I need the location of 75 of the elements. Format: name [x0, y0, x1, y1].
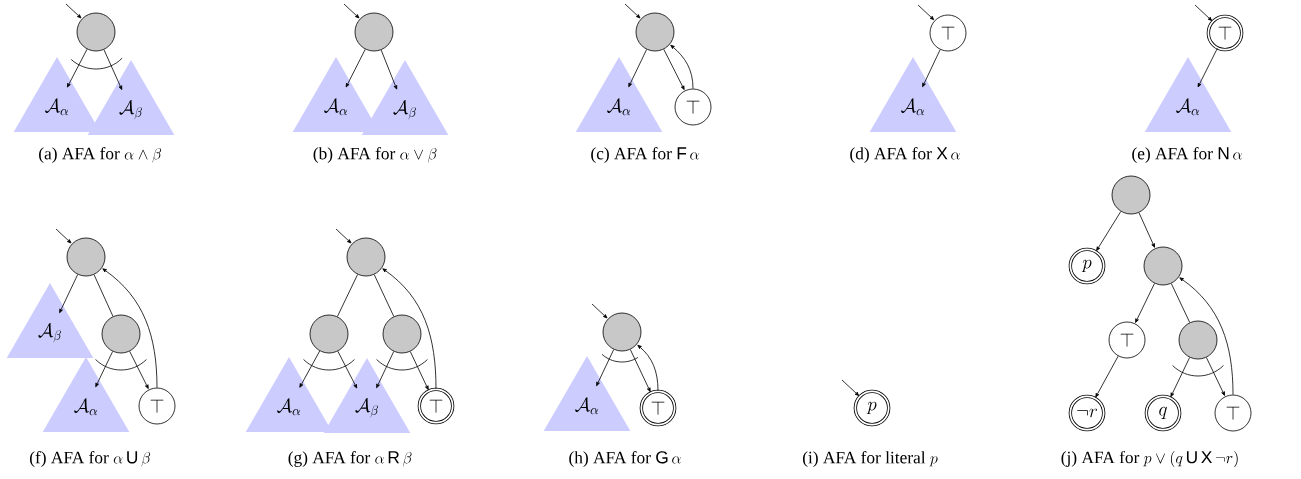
- state-circle: [66, 237, 106, 277]
- subautomaton-triangle: $\mathcal{A}_\alpha$: [543, 356, 631, 431]
- arrow: [922, 49, 941, 88]
- curved-arrow: [382, 268, 437, 390]
- arrow: [1206, 357, 1225, 396]
- line: [93, 274, 114, 317]
- arrow: [1095, 355, 1119, 398]
- arrow: [129, 350, 149, 389]
- line: [1170, 283, 1191, 323]
- initial-arrow: [591, 303, 608, 319]
- arrow: [59, 274, 79, 314]
- initial-arrow: [1194, 4, 1213, 21]
- curved-arrow: [637, 344, 659, 392]
- state-circle: [382, 314, 422, 354]
- subautomaton-triangle: $\mathcal{A}_\alpha$: [42, 357, 130, 432]
- arrow: [345, 48, 366, 88]
- arrow: [1138, 212, 1155, 248]
- arrow: [596, 349, 615, 387]
- arrow: [1197, 47, 1218, 88]
- arrow: [629, 349, 651, 392]
- initial-arrow: [841, 379, 860, 396]
- caption: $\text{(i) AFA for literal }p$: [803, 451, 938, 467]
- subautomaton-triangle: $\mathcal{A}_\beta$: [323, 358, 411, 433]
- initial-arrow: [624, 3, 641, 19]
- subautomaton-triangle: $\mathcal{A}_\alpha$: [1144, 57, 1232, 132]
- curved-arrow: [1179, 277, 1234, 395]
- arrow: [628, 49, 647, 88]
- subautomaton-triangle: $\mathcal{A}_\beta$: [6, 283, 94, 358]
- caption: $\text{(b) AFA for }\alpha\vee\beta$: [313, 147, 437, 163]
- state-circle: [346, 237, 386, 277]
- arrow: [1170, 357, 1191, 397]
- arrow: [409, 351, 429, 390]
- caption: $\text{(j) AFA for }p\vee(q\,\mathsf{U}\,\mathsf{X}\,\neg r)$: [1061, 450, 1238, 468]
- arrow: [663, 48, 685, 90]
- state-circle: [635, 12, 675, 52]
- arrow: [66, 48, 88, 88]
- initial-arrow: [335, 228, 352, 244]
- subautomaton-triangle: $\mathcal{A}_\alpha$: [292, 57, 380, 132]
- caption: $\text{(h) AFA for }\mathsf{G}\,\alpha$: [569, 451, 681, 467]
- state-circle: [1111, 175, 1151, 215]
- initial-arrow: [65, 3, 82, 19]
- state-circle: [602, 312, 642, 352]
- caption: $\text{(e) AFA for }\mathsf{N}\,\alpha$: [1132, 147, 1242, 163]
- arrow: [103, 49, 123, 90]
- curved-arrow: [102, 268, 158, 388]
- state-circle: [309, 314, 349, 354]
- state-circle: [101, 314, 141, 354]
- curved-arrow: [670, 44, 694, 89]
- arrow: [380, 49, 398, 90]
- state-circle: [76, 12, 116, 52]
- caption: $\text{(f) AFA for }\alpha\,\mathsf{U}\,\beta$: [30, 451, 151, 467]
- initial-arrow: [343, 3, 360, 19]
- arrow: [1135, 283, 1155, 323]
- subautomaton-triangle: $\mathcal{A}_\alpha$: [869, 57, 957, 132]
- caption: $\text{(a) AFA for }\alpha\wedge\beta$: [39, 147, 162, 163]
- subautomaton-triangle: $\mathcal{A}_\beta$: [87, 60, 175, 135]
- line: [373, 274, 395, 317]
- caption: $\text{(c) AFA for }\mathsf{F}\,\alpha$: [591, 147, 699, 163]
- arrow: [95, 351, 114, 388]
- initial-arrow: [55, 228, 72, 244]
- subautomaton-triangle: $\mathcal{A}_\alpha$: [245, 357, 333, 432]
- arrow: [1096, 211, 1122, 251]
- subautomaton-triangle: $\mathcal{A}_\alpha$: [13, 57, 101, 132]
- line: [337, 274, 358, 317]
- state-circle: [1143, 246, 1183, 286]
- subautomaton-triangle: $\mathcal{A}_\beta$: [361, 60, 449, 135]
- arrow: [337, 350, 358, 389]
- arrow: [299, 350, 321, 388]
- arrow: [376, 351, 395, 389]
- state-circle: [1178, 320, 1218, 360]
- state-circle: [354, 12, 394, 52]
- caption: $\text{(d) AFA for }\mathsf{X}\,\alpha$: [850, 147, 960, 163]
- caption: $\text{(g) AFA for }\alpha\,\mathsf{R}\,\beta$: [288, 451, 412, 467]
- initial-arrow: [917, 4, 935, 21]
- subautomaton-triangle: $\mathcal{A}_\alpha$: [575, 57, 663, 132]
